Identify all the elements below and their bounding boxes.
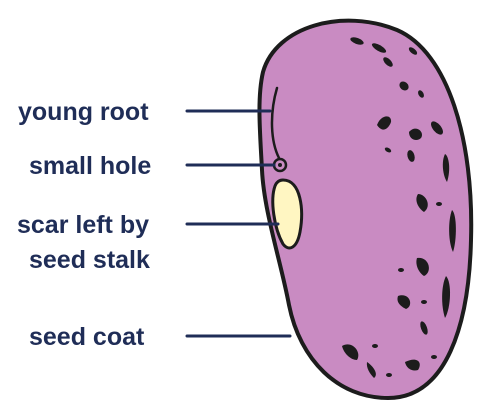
young-root-label: young root: [18, 98, 149, 126]
seed-coat-label: seed coat: [29, 323, 145, 351]
small-hole-label: small hole: [29, 152, 151, 180]
speckle: [386, 373, 392, 377]
small-hole-inner: [278, 163, 282, 167]
speckle: [372, 344, 378, 348]
speckle: [398, 268, 404, 272]
speckle: [421, 300, 427, 304]
speckle: [431, 355, 437, 359]
scar-label-line2: seed stalk: [29, 246, 150, 274]
scar-label-line1: scar left by: [17, 211, 149, 239]
speckle: [436, 202, 442, 206]
